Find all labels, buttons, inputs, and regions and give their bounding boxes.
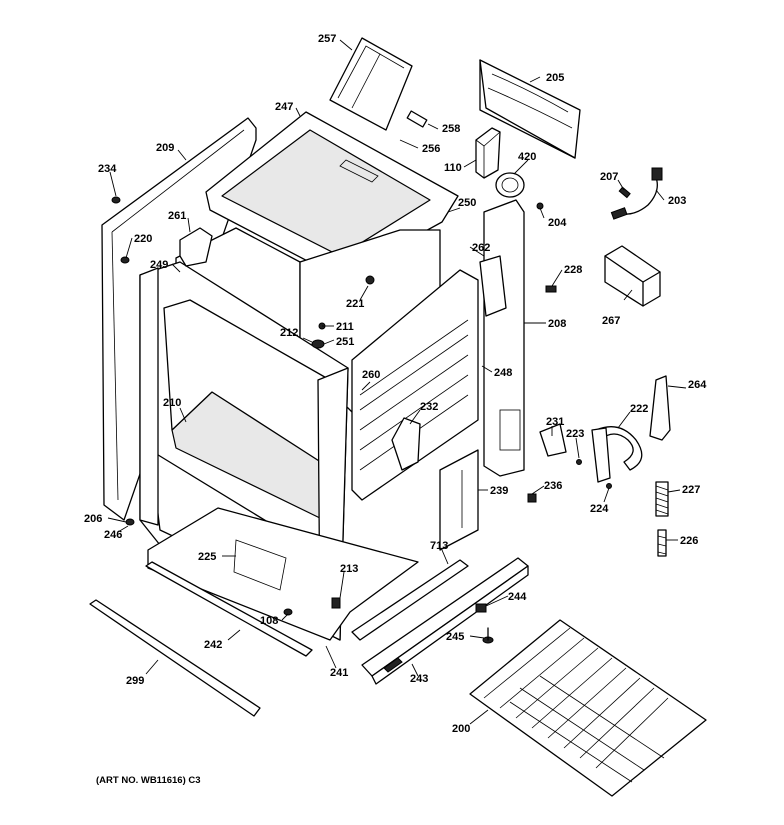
oven-rack (469, 619, 707, 797)
round-sensor (495, 172, 525, 198)
trim-strip (89, 599, 261, 717)
callout-label: 225 (198, 551, 216, 563)
callout-label: 205 (546, 72, 564, 84)
callout-label: 245 (446, 631, 464, 643)
callout-label: 246 (104, 529, 122, 541)
callout-label: 203 (668, 195, 686, 207)
callout-label: 200 (452, 723, 470, 735)
callout-label: 239 (490, 485, 508, 497)
callout-label: 222 (630, 403, 648, 415)
callout-label: 211 (336, 321, 354, 333)
callout-label: 251 (336, 336, 354, 348)
callout-label: 243 (410, 673, 428, 685)
callout-label: 209 (156, 142, 174, 154)
callout-label: 207 (600, 171, 618, 183)
right-side-panel (479, 199, 525, 477)
hinge-parts (539, 375, 671, 489)
callout-label: 264 (688, 379, 707, 391)
callout-label: 299 (126, 675, 144, 687)
callout-label: 221 (346, 298, 364, 310)
callout-label: 226 (680, 535, 698, 547)
callout-label: 260 (362, 369, 380, 381)
callout-label: 241 (330, 667, 348, 679)
callout-label: 249 (150, 259, 168, 271)
callout-label: 262 (472, 242, 490, 254)
callout-label: 231 (546, 416, 564, 428)
callout-label: 713 (430, 540, 448, 552)
clip-244 (475, 603, 487, 613)
callout-label: 267 (602, 315, 620, 327)
door-spring (655, 481, 669, 557)
top-lid-panel (329, 37, 413, 131)
screw-220 (120, 256, 130, 264)
callout-label: 212 (280, 327, 298, 339)
screw-234 (111, 196, 121, 204)
callout-label: 244 (508, 591, 527, 603)
callout-label: 247 (275, 101, 293, 113)
callout-label: 110 (444, 162, 462, 174)
callout-label: 206 (84, 513, 102, 525)
callout-label: 210 (163, 397, 181, 409)
backguard-panel (479, 59, 581, 159)
side-trim-rails (351, 557, 529, 685)
callout-label: 258 (442, 123, 460, 135)
callout-label: 208 (548, 318, 566, 330)
callout-labels: 257 205 247 258 256 110 420 234 209 207 … (84, 33, 707, 735)
igniter-box (475, 127, 501, 179)
callout-label: 236 (544, 480, 562, 492)
callout-label: 227 (682, 484, 700, 496)
callout-label: 248 (494, 367, 512, 379)
callout-label: 256 (422, 143, 440, 155)
callout-label: 250 (458, 197, 476, 209)
clip-228 (545, 285, 557, 293)
screw-245 (482, 627, 494, 644)
art-number: (ART NO. WB11616) C3 (96, 775, 201, 786)
callout-label: 213 (340, 563, 358, 575)
callout-label: 220 (134, 233, 152, 245)
callout-label: 223 (566, 428, 584, 440)
wire-harness (610, 167, 663, 220)
callout-label: 224 (590, 503, 609, 515)
callout-label: 242 (204, 639, 222, 651)
kick-plate (145, 561, 313, 657)
callout-label: 257 (318, 33, 336, 45)
screw-258 (406, 110, 428, 128)
callout-label: 261 (168, 210, 186, 222)
oven-body (125, 227, 479, 641)
clip-236 (527, 493, 537, 503)
callout-label: 420 (518, 151, 536, 163)
callout-label: 108 (260, 615, 278, 627)
callout-label: 234 (98, 163, 117, 175)
callout-label: 204 (548, 217, 567, 229)
callout-label: 232 (420, 401, 438, 413)
insulation-block (604, 245, 661, 307)
callout-label: 228 (564, 264, 582, 276)
